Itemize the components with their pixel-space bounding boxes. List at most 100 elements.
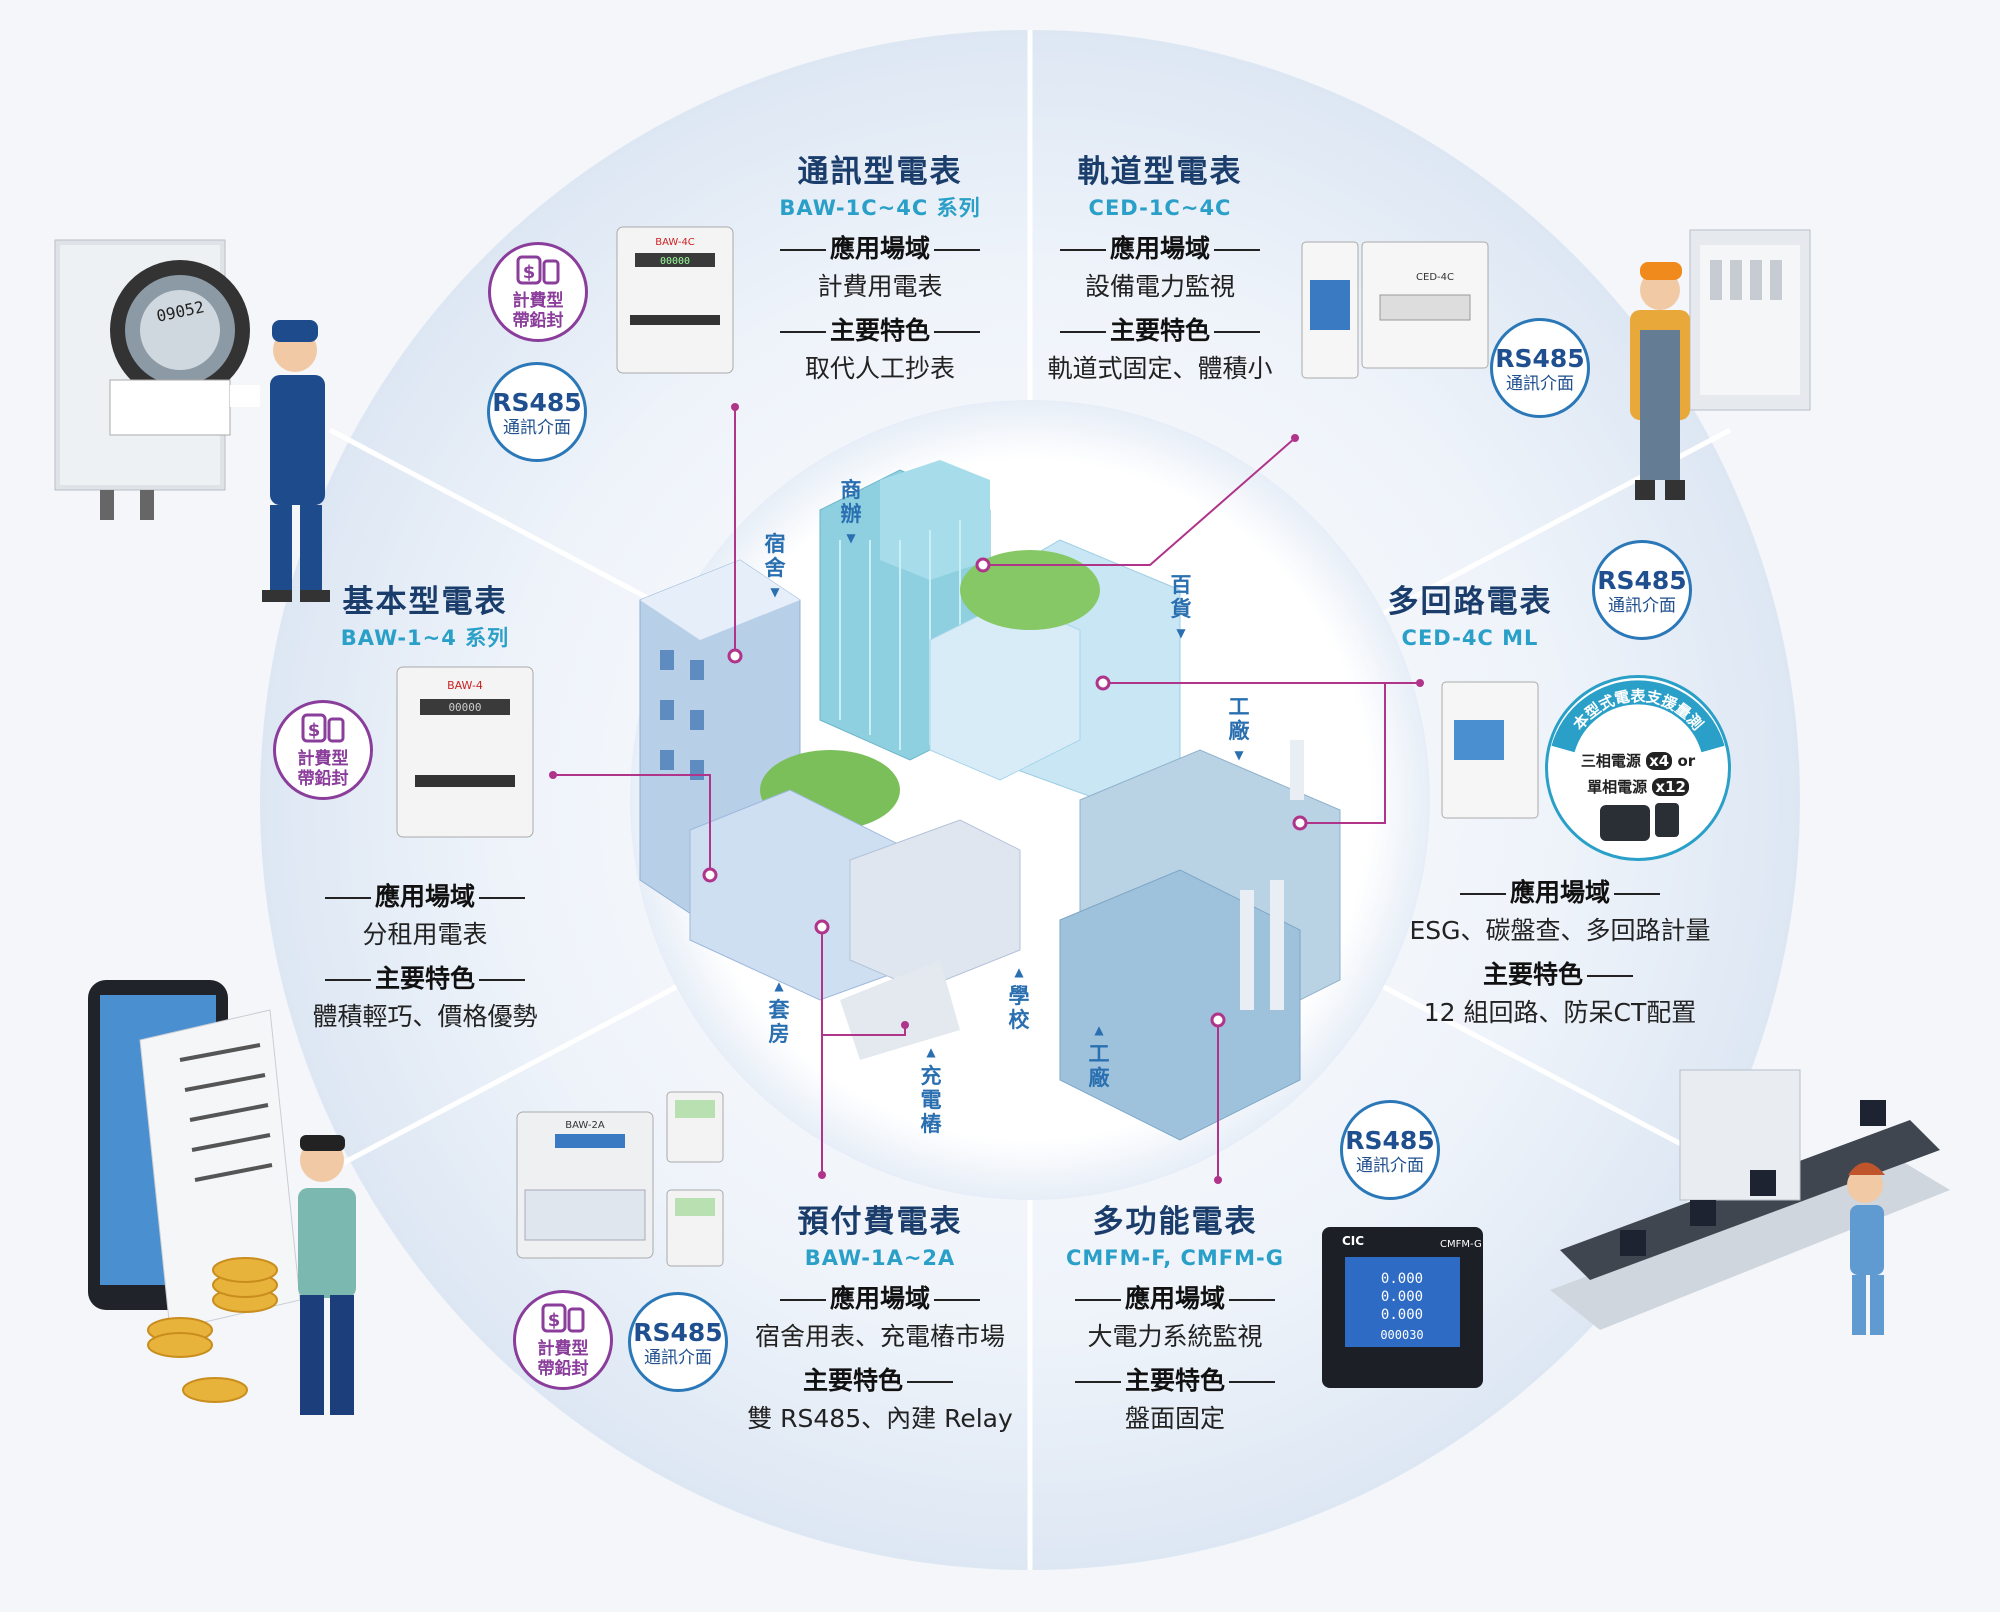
- feature-value-basic: 體積輕巧、價格優勢: [312, 1002, 538, 1031]
- feature-header-multi: 主要特色: [1380, 956, 1740, 994]
- panel-multi-circuit-details: 應用場域 ESG、碳盤查、多回路計量 主要特色 12 組回路、防呆CT配置: [1380, 868, 1740, 1032]
- panel-multi-circuit-meter: 多回路電表 CED-4C ML: [1340, 582, 1600, 654]
- meter-prepaid-keypad: [666, 1091, 724, 1267]
- model-prepaid: BAW-1A~2A: [804, 1246, 956, 1270]
- panel-multifunction-meter: 多功能電表 CMFM-F, CMFM-G 應用場域 大電力系統監視 主要特色 盤…: [1045, 1202, 1305, 1438]
- feature-value-comm: 取代人工抄表: [804, 354, 955, 383]
- title-mfunc: 多功能電表: [1092, 1204, 1258, 1240]
- title-multi: 多回路電表: [1387, 584, 1553, 620]
- panel-prepaid-meter: 預付費電表 BAW-1A~2A 應用場域 宿舍用表、充電樁市場 主要特色 雙 R…: [735, 1202, 1025, 1438]
- connector-lines: [553, 407, 1420, 1180]
- field-header-multi: 應用場域: [1380, 874, 1740, 912]
- svg-text:0.000: 0.000: [1381, 1271, 1423, 1287]
- meter-baw-4: BAW-4 00000: [396, 666, 534, 838]
- wall-meter-dial: 09052: [155, 297, 206, 325]
- meter-logo-cic: CIC: [1342, 1234, 1364, 1248]
- svg-text:$: $: [523, 262, 536, 283]
- feature-value-rail: 軌道式固定、體積小: [1047, 354, 1273, 383]
- feature-header-prepaid: 主要特色: [735, 1362, 1025, 1400]
- meter-cmfm-g: CIC CMFM-G 0.000 0.000 0.000 000030: [1322, 1227, 1483, 1388]
- meter-label-baw2a: BAW-2A: [565, 1120, 605, 1131]
- model-mfunc: CMFM-F, CMFM-G: [1065, 1246, 1285, 1270]
- connector-ends: [549, 403, 1424, 1184]
- model-multi: CED-4C ML: [1401, 626, 1539, 650]
- field-value-multi: ESG、碳盤查、多回路計量: [1409, 916, 1711, 945]
- city-illustration: [639, 460, 1341, 1141]
- field-header-rail: 應用場域: [1030, 230, 1290, 268]
- field-value-basic: 分租用電表: [362, 920, 488, 949]
- ct-support-badge: 本型式電表支援量測 三相電源 x4 or 單相電源 x12: [1545, 675, 1731, 861]
- svg-text:000030: 000030: [1380, 1328, 1423, 1342]
- panel-basic-meter: 基本型電表 BAW-1~4 系列: [295, 582, 555, 654]
- seal-badge-prepaid: $ 計費型帶鉛封: [513, 1290, 613, 1390]
- meter-ced-4c: CED-4C: [1361, 241, 1489, 369]
- dollar-tag-icon: $: [516, 255, 560, 285]
- title-prepaid: 預付費電表: [797, 1204, 963, 1240]
- svg-text:00000: 00000: [660, 256, 690, 267]
- meter-baw-4c: BAW-4C 00000: [616, 226, 734, 374]
- place-factory-top: 工廠▼: [1228, 695, 1250, 762]
- place-school: ▲學校: [1008, 965, 1030, 1032]
- ct-three-phase: 三相電源: [1580, 752, 1641, 770]
- ct-arc-text: 本型式電表支援量測: [1569, 687, 1706, 734]
- title-basic: 基本型電表: [342, 584, 508, 620]
- title-rail: 軌道型電表: [1077, 154, 1243, 190]
- place-department-store: 百貨▼: [1170, 573, 1192, 640]
- field-header-basic: 應用場域: [285, 878, 565, 916]
- ct-or: or: [1677, 752, 1696, 770]
- panel-comm-meter: 通訊型電表 BAW-1C~4C 系列 應用場域 計費用電表 主要特色 取代人工抄…: [740, 152, 1020, 388]
- place-dorm: 宿舍▼: [764, 532, 786, 599]
- scene-conveyor: [1550, 1069, 1950, 1335]
- connector-dots: [702, 557, 1308, 1028]
- field-header-comm: 應用場域: [740, 230, 1020, 268]
- svg-text:本型式電表支援量測: 本型式電表支援量測: [1569, 687, 1706, 734]
- dollar-tag-icon: $: [301, 713, 345, 743]
- place-office: 商辦▼: [840, 478, 862, 545]
- meter-label-baw4: BAW-4: [447, 679, 483, 692]
- seal-badge-comm: $ 計費型帶鉛封: [488, 242, 588, 342]
- field-value-mfunc: 大電力系統監視: [1087, 1322, 1263, 1351]
- model-rail: CED-1C~4C: [1088, 196, 1232, 220]
- panel-rail-meter: 軌道型電表 CED-1C~4C 應用場域 設備電力監視 主要特色 軌道式固定、體…: [1030, 152, 1290, 388]
- meter-label-ced4c: CED-4C: [1416, 272, 1454, 283]
- dollar-tag-icon: $: [541, 1303, 585, 1333]
- feature-header-mfunc: 主要特色: [1045, 1362, 1305, 1400]
- svg-text:$: $: [548, 1310, 561, 1331]
- model-comm: BAW-1C~4C 系列: [779, 196, 981, 220]
- svg-text:00000: 00000: [448, 701, 481, 714]
- place-suite: ▲套房: [768, 979, 790, 1046]
- field-value-prepaid: 宿舍用表、充電樁市場: [754, 1322, 1005, 1351]
- field-value-rail: 設備電力監視: [1084, 272, 1235, 301]
- svg-text:0.000: 0.000: [1381, 1289, 1423, 1305]
- feature-header-rail: 主要特色: [1030, 312, 1290, 350]
- scene-meter-reader: [54, 239, 330, 602]
- meter-label-cmfmg: CMFM-G: [1440, 1239, 1482, 1250]
- field-value-comm: 計費用電表: [817, 272, 943, 301]
- ct-x4: x4: [1646, 752, 1673, 770]
- feature-header-basic: 主要特色: [285, 960, 565, 998]
- feature-value-multi: 12 組回路、防呆CT配置: [1423, 998, 1697, 1027]
- seal-badge-basic: $ 計費型帶鉛封: [273, 700, 373, 800]
- svg-text:0.000: 0.000: [1381, 1307, 1423, 1323]
- meter-ced-4c-ml: [1441, 681, 1539, 819]
- ct-single-phase: 單相電源: [1587, 778, 1648, 796]
- meter-ced-1c: [1301, 241, 1359, 379]
- place-charger: ▲充電樁: [920, 1045, 942, 1136]
- title-comm: 通訊型電表: [797, 154, 963, 190]
- model-basic: BAW-1~4 系列: [340, 626, 510, 650]
- svg-text:$: $: [308, 720, 321, 741]
- meter-label-baw4c: BAW-4C: [655, 237, 695, 248]
- feature-value-mfunc: 盤面固定: [1124, 1404, 1225, 1433]
- feature-value-prepaid: 雙 RS485、內建 Relay: [747, 1404, 1013, 1433]
- field-header-prepaid: 應用場域: [735, 1280, 1025, 1318]
- field-header-mfunc: 應用場域: [1045, 1280, 1305, 1318]
- place-factory-bottom: ▲工廠: [1088, 1023, 1110, 1090]
- scene-electrician: [1630, 229, 1811, 500]
- meter-baw-2a: BAW-2A: [516, 1111, 654, 1259]
